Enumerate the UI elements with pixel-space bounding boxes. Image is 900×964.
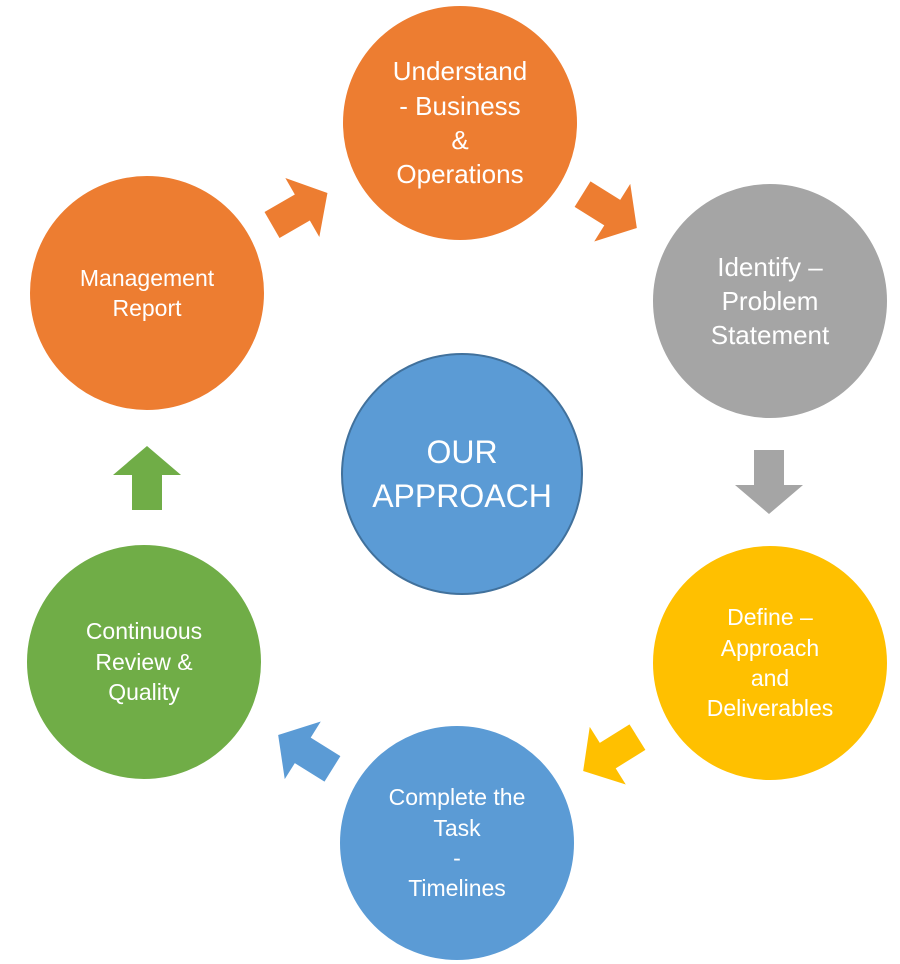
step-management-report: Management Report (28, 174, 266, 412)
step-complete: Complete the Task - Timelines (338, 724, 576, 962)
step-define: Define – Approach and Deliverables (651, 544, 889, 782)
step-identify: Identify – Problem Statement (651, 182, 889, 420)
step-define-label: Define – Approach and Deliverables (706, 604, 834, 722)
step-management-report-label: Management Report (79, 264, 215, 321)
arrow-understand-to-identify (574, 181, 637, 242)
step-complete-label: Complete the Task - Timelines (388, 784, 526, 902)
arrow-define-to-complete (583, 724, 646, 785)
step-identify-label: Identify – Problem Statement (710, 251, 830, 351)
arrow-report-to-understand (264, 178, 328, 238)
step-understand-label: Understand - Business & Operations (392, 56, 528, 190)
center-label: OUR APPROACH (372, 433, 552, 514)
arrow-complete-to-review (278, 721, 341, 782)
center-our-approach: OUR APPROACH (341, 353, 583, 595)
step-review: Continuous Review & Quality (25, 543, 263, 781)
arrow-identify-to-define (735, 450, 803, 514)
step-review-label: Continuous Review & Quality (85, 618, 203, 706)
step-understand: Understand - Business & Operations (341, 4, 579, 242)
arrow-review-to-report (113, 446, 181, 510)
